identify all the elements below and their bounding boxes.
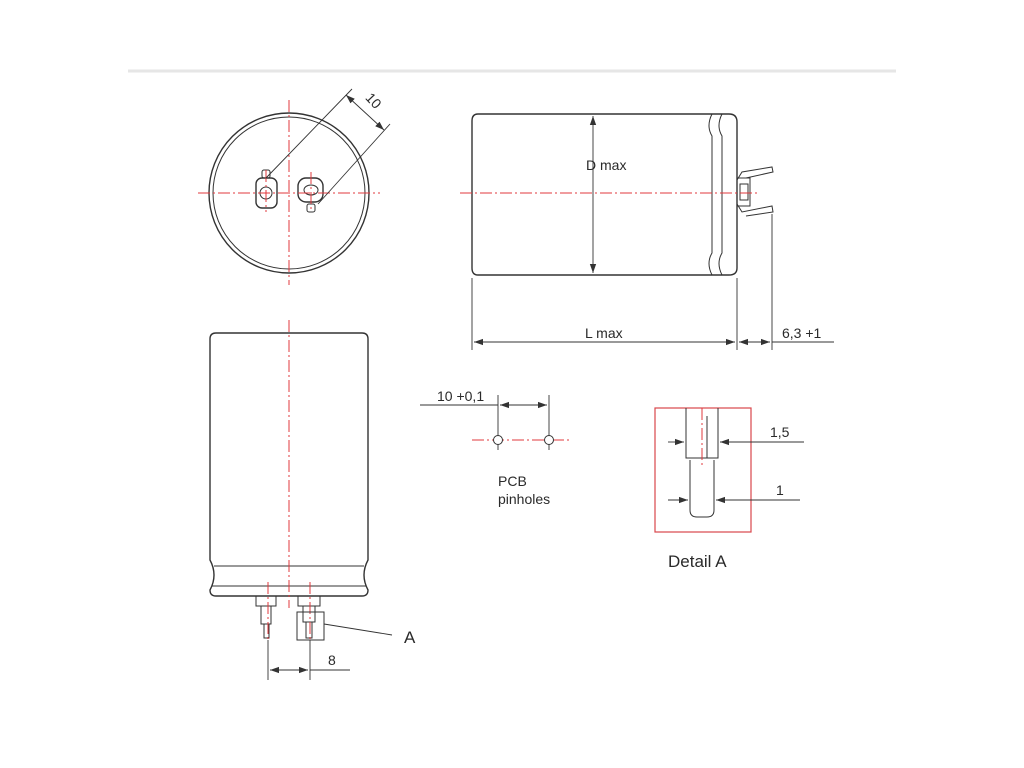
- side-view-body: [471, 113, 738, 276]
- side-view-groove-inner: [718, 113, 723, 276]
- terminal-length-label: 6,3 +1: [782, 325, 822, 341]
- side-view-terminals: [736, 166, 774, 217]
- pcb-title-line1: PCB: [498, 473, 527, 489]
- front-view-body: [209, 332, 369, 597]
- diameter-label: D max: [586, 157, 626, 173]
- detail-width-upper-label: 1,5: [770, 424, 790, 440]
- pin-spacing-dim-line: [345, 94, 385, 131]
- side-view-groove: [708, 113, 713, 276]
- pcb-title-line2: pinholes: [498, 491, 550, 507]
- pin-spacing-top-label: 10: [362, 89, 384, 111]
- bottom-pin-spacing-label: 8: [328, 652, 336, 668]
- detail-caption: Detail A: [668, 552, 727, 571]
- detail-a-marker-box: [296, 611, 325, 641]
- pcb-spacing-label: 10 +0,1: [437, 388, 484, 404]
- length-label: L max: [585, 325, 623, 341]
- front-view-pin-right: [297, 595, 321, 639]
- pin-spacing-ext-left: [265, 88, 353, 179]
- detail-a-frame: [654, 407, 752, 533]
- side-view: D max L max 6,3 +1: [460, 113, 834, 350]
- front-view-pin-left: [255, 595, 277, 639]
- top-view: 10: [198, 88, 391, 285]
- pcb-hole-right: [544, 435, 554, 445]
- pin-spacing-ext-right: [317, 123, 391, 205]
- pcb-hole-left: [493, 435, 503, 445]
- detail-a-pin-lower: [689, 460, 715, 518]
- pcb-pinholes: 10 +0,1 PCB pinholes: [420, 388, 572, 507]
- detail-ref-label: A: [404, 628, 416, 647]
- detail-a-leader: [323, 623, 393, 636]
- detail-a: 1,5 1 Detail A: [654, 407, 804, 571]
- front-view: A 8: [209, 320, 416, 680]
- detail-width-lower-label: 1: [776, 482, 784, 498]
